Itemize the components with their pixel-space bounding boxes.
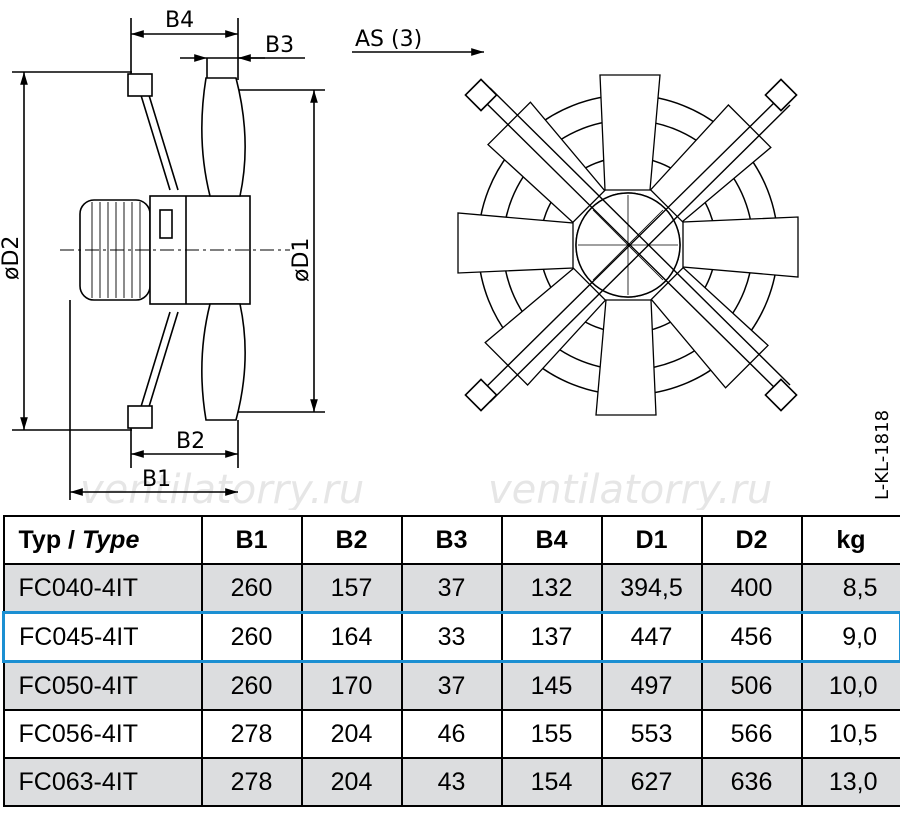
cell-b1: 260	[200, 611, 303, 663]
cell-b3: 37	[400, 563, 503, 614]
header-d1: D1	[600, 515, 703, 565]
cell-d1: 447	[600, 611, 703, 663]
cell-b1: 260	[200, 660, 303, 711]
label-b1: B1	[142, 467, 171, 492]
cell-d2: 456	[700, 611, 803, 663]
label-b3: B3	[265, 33, 294, 58]
cell-kg: 8,5	[800, 563, 900, 614]
table-header-row: Typ / Type B1 B2 B3 B4 D1 D2 kg	[2, 515, 900, 565]
label-b2: B2	[176, 429, 205, 454]
header-type: Typ / Type	[2, 515, 203, 565]
cell-d1: 394,5	[600, 563, 703, 614]
cell-type: FC045-4IT	[2, 611, 203, 663]
header-b4: B4	[500, 515, 603, 565]
cell-d2: 506	[700, 660, 803, 711]
fan-technical-drawing: ventilatorry.ru ventilatorry.ru	[0, 8, 799, 510]
cell-b3: 43	[400, 757, 503, 807]
drawing-reference-code: L-KL-1818	[872, 409, 893, 500]
cell-type: FC050-4IT	[2, 660, 203, 711]
cell-d1: 497	[600, 660, 703, 711]
cell-d2: 400	[700, 563, 803, 614]
cell-d2: 636	[700, 757, 803, 807]
cell-d2: 566	[700, 709, 803, 759]
table-row: FC063-4IT 278 204 43 154 627 636 13,0	[2, 757, 900, 807]
cell-type: FC056-4IT	[2, 709, 203, 759]
label-b4: B4	[165, 8, 194, 33]
cell-b2: 204	[300, 709, 403, 759]
cell-kg: 10,0	[800, 660, 900, 711]
cell-d1: 627	[600, 757, 703, 807]
cell-b4: 137	[500, 611, 603, 663]
label-d1: øD1	[289, 238, 314, 282]
cell-b2: 164	[300, 611, 403, 663]
header-b1: B1	[200, 515, 303, 565]
cell-b3: 37	[400, 660, 503, 711]
watermark-left: ventilatorry.ru	[80, 467, 364, 510]
cell-type: FC063-4IT	[2, 757, 203, 807]
label-d2: øD2	[0, 236, 24, 280]
header-b2: B2	[300, 515, 403, 565]
cell-kg: 13,0	[800, 757, 900, 807]
cell-d1: 553	[600, 709, 703, 759]
cell-b4: 145	[500, 660, 603, 711]
table-row: FC056-4IT 278 204 46 155 553 566 10,5	[2, 709, 900, 759]
dimensions-table: Typ / Type B1 B2 B3 B4 D1 D2 kg FC040-4I…	[2, 515, 900, 807]
cell-kg: 10,5	[800, 709, 900, 759]
cell-b4: 155	[500, 709, 603, 759]
table-row: FC040-4IT 260 157 37 132 394,5 400 8,5	[2, 563, 900, 614]
header-b3: B3	[400, 515, 503, 565]
table-row-highlighted: FC045-4IT 260 164 33 137 447 456 9,0	[2, 611, 900, 663]
cell-b4: 154	[500, 757, 603, 807]
cell-b3: 46	[400, 709, 503, 759]
header-d2: D2	[700, 515, 803, 565]
cell-b2: 170	[300, 660, 403, 711]
cell-b2: 204	[300, 757, 403, 807]
cell-b3: 33	[400, 611, 503, 663]
cell-b1: 278	[200, 709, 303, 759]
watermark-right: ventilatorry.ru	[488, 467, 772, 510]
cell-type: FC040-4IT	[2, 563, 203, 614]
cell-kg: 9,0	[800, 611, 900, 663]
cell-b2: 157	[300, 563, 403, 614]
cell-b1: 260	[200, 563, 303, 614]
header-kg: kg	[800, 515, 900, 565]
table-row: FC050-4IT 260 170 37 145 497 506 10,0	[2, 660, 900, 711]
side-view	[12, 18, 325, 500]
front-view	[457, 74, 799, 416]
label-as: AS (3)	[355, 27, 422, 52]
cell-b4: 132	[500, 563, 603, 614]
cell-b1: 278	[200, 757, 303, 807]
